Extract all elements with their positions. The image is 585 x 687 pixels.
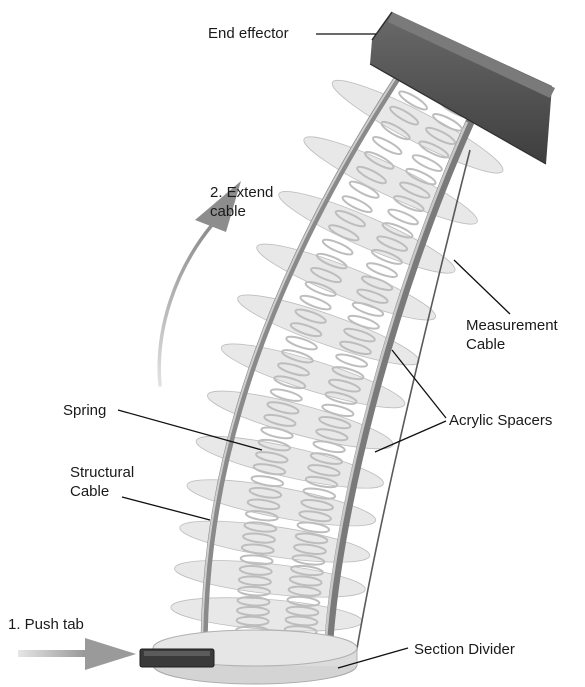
extend-cable-label: 2. Extend cable — [210, 183, 273, 221]
structural-cable-label-line1: Structural — [70, 463, 134, 482]
extend-cable-label-line1: 2. Extend — [210, 183, 273, 202]
right-arrow-icon — [18, 638, 136, 670]
push-tab-label: 1. Push tab — [8, 615, 84, 634]
measurement-cable-label-line2: Cable — [466, 335, 558, 354]
section-divider-label: Section Divider — [414, 640, 515, 659]
end-effector-label: End effector — [208, 24, 289, 43]
measurement-cable-label-line1: Measurement — [466, 316, 558, 335]
push-tab — [140, 649, 214, 667]
structural-cable-label-line2: Cable — [70, 482, 134, 501]
measurement-cable-leader — [454, 260, 510, 314]
extend-cable-label-line2: cable — [210, 202, 273, 221]
measurement-cable-label: Measurement Cable — [466, 316, 558, 354]
acrylic-spacers-label: Acrylic Spacers — [449, 411, 552, 430]
structural-cable-label: Structural Cable — [70, 463, 134, 501]
spring-label: Spring — [63, 401, 106, 420]
structural-cable-leader — [122, 497, 210, 520]
